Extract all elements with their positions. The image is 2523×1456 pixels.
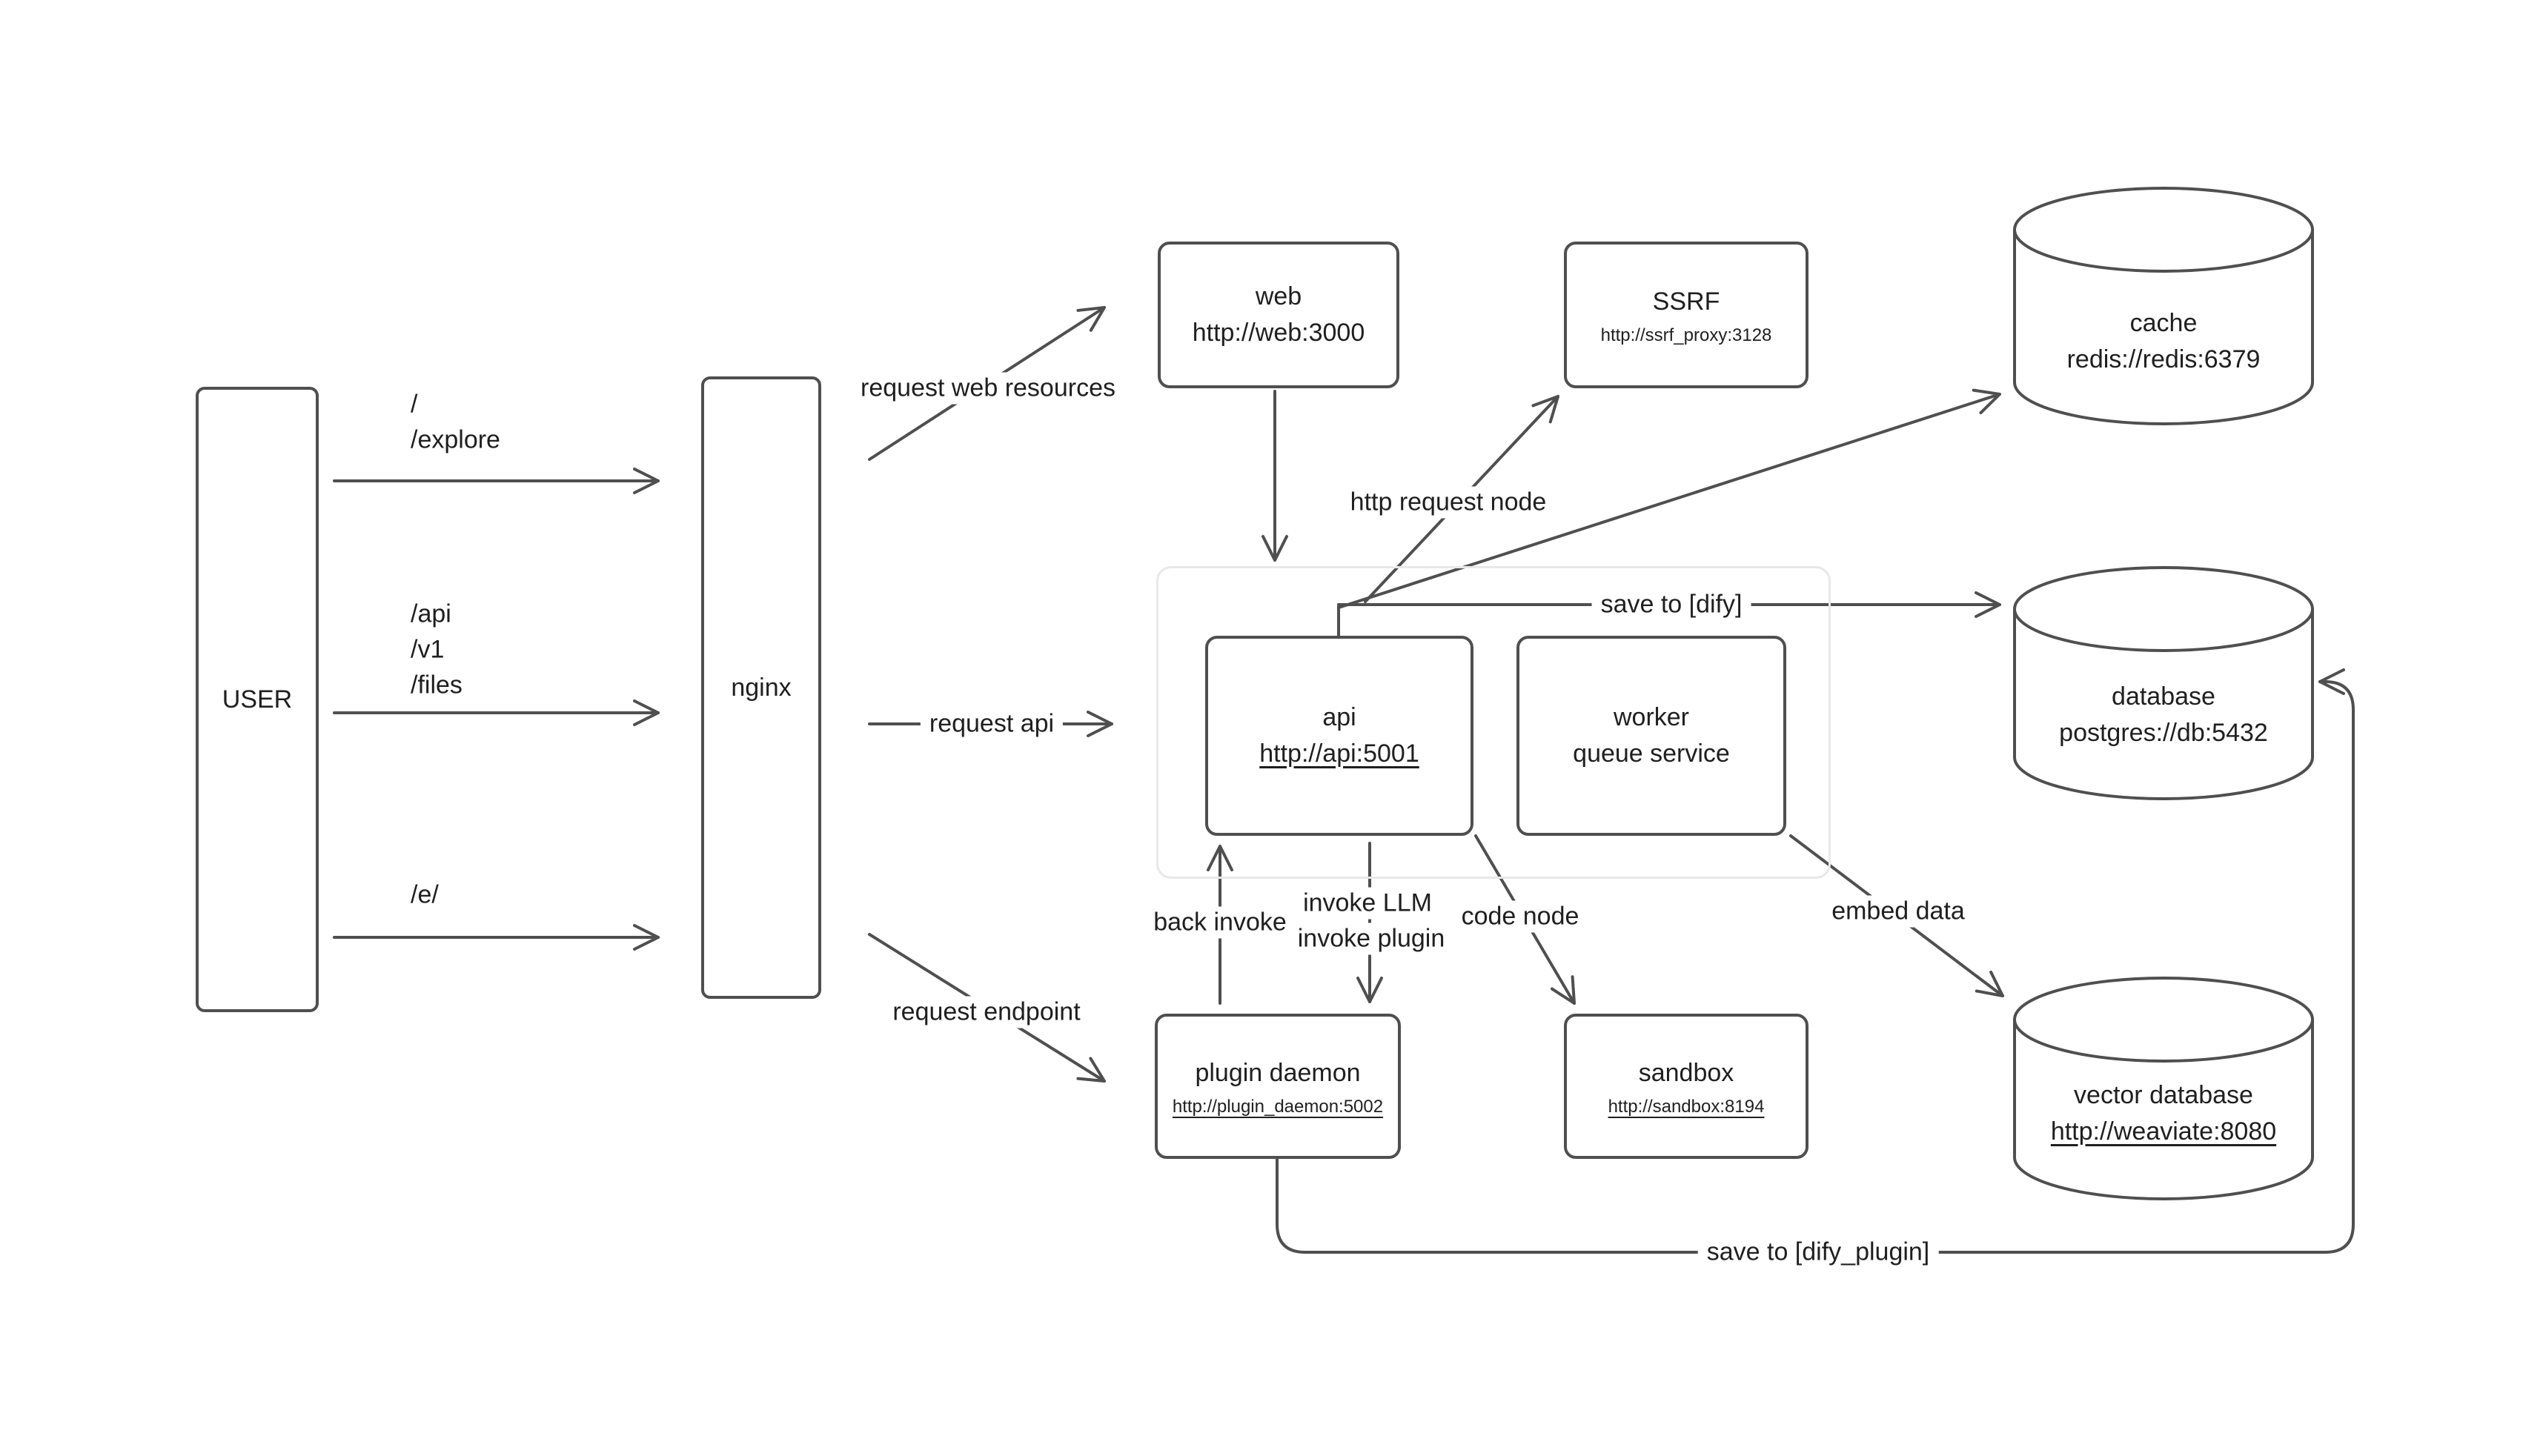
node-api-url: http://api:5001 <box>1259 739 1419 768</box>
route-label-e: /e/ <box>411 880 439 909</box>
vector-database-cylinder-body <box>2013 1020 2314 1200</box>
route-label-v1: /v1 <box>411 635 445 664</box>
node-plugin-daemon: plugin daemon http://plugin_daemon:5002 <box>1155 1014 1401 1159</box>
node-vector-database: vector database http://weaviate:8080 <box>2015 1077 2313 1150</box>
node-worker: worker queue service <box>1516 636 1786 836</box>
node-ssrf: SSRF http://ssrf_proxy:3128 <box>1564 242 1808 388</box>
node-worker-title: worker <box>1613 703 1690 731</box>
node-ssrf-url: http://ssrf_proxy:3128 <box>1600 325 1772 345</box>
node-api-title: api <box>1322 703 1356 731</box>
edge-label-embed-data: embed data <box>1823 895 1974 928</box>
node-database-title: database <box>2112 682 2215 711</box>
edge-api-cache <box>1337 388 2001 609</box>
node-worker-subtitle: queue service <box>1573 739 1730 768</box>
edge-label-invoke-llm: invoke LLM <box>1294 887 1441 920</box>
route-label-api: /api <box>411 599 451 628</box>
vector-database-cylinder-top <box>2013 977 2314 1063</box>
node-user-label: USER <box>222 685 293 714</box>
node-database-url: postgres://db:5432 <box>2059 719 2268 747</box>
node-api: api http://api:5001 <box>1205 636 1473 836</box>
api-worker-group <box>1156 566 1831 879</box>
edge-label-http-request-node: http request node <box>1341 486 1556 519</box>
cache-cylinder-top <box>2013 187 2314 273</box>
edge-label-save-to-dify-plugin: save to [dify_plugin] <box>1697 1236 1939 1269</box>
node-nginx: nginx <box>701 376 821 999</box>
node-web-title: web <box>1255 282 1302 310</box>
route-label-explore: /explore <box>411 425 500 454</box>
node-cache-title: cache <box>2129 309 2198 337</box>
node-web-url: http://web:3000 <box>1192 319 1365 347</box>
route-label-root: / <box>411 390 418 419</box>
edge-label-request-api: request api <box>920 708 1064 740</box>
edge-label-code-node: code node <box>1452 900 1588 933</box>
node-plugin-daemon-title: plugin daemon <box>1195 1058 1361 1087</box>
node-vector-database-title: vector database <box>2074 1081 2253 1109</box>
cache-cylinder-body <box>2013 230 2314 425</box>
node-sandbox-title: sandbox <box>1638 1058 1734 1087</box>
node-cache-url: redis://redis:6379 <box>2066 345 2261 373</box>
edge-plugin-daemon-database <box>1276 668 2355 1254</box>
node-nginx-label: nginx <box>731 673 792 702</box>
node-sandbox: sandbox http://sandbox:8194 <box>1564 1014 1808 1159</box>
database-cylinder-top <box>2013 566 2314 652</box>
edge-label-invoke-plugin: invoke plugin <box>1288 923 1454 955</box>
node-plugin-daemon-url: http://plugin_daemon:5002 <box>1172 1096 1384 1117</box>
node-user: USER <box>196 387 319 1012</box>
node-sandbox-url: http://sandbox:8194 <box>1608 1096 1765 1117</box>
route-label-files: /files <box>411 671 463 699</box>
edge-label-request-web-resources: request web resources <box>852 372 1124 405</box>
edge-label-request-endpoint: request endpoint <box>883 996 1090 1028</box>
node-vector-database-url: http://weaviate:8080 <box>2050 1117 2277 1146</box>
edge-label-back-invoke: back invoke <box>1144 906 1296 939</box>
node-database: database postgres://db:5432 <box>2015 679 2313 751</box>
node-ssrf-title: SSRF <box>1652 287 1720 316</box>
edge-label-save-to-dify: save to [dify] <box>1591 588 1751 621</box>
node-cache: cache redis://redis:6379 <box>2015 305 2313 378</box>
node-web: web http://web:3000 <box>1158 242 1399 388</box>
database-cylinder-body <box>2013 609 2314 800</box>
